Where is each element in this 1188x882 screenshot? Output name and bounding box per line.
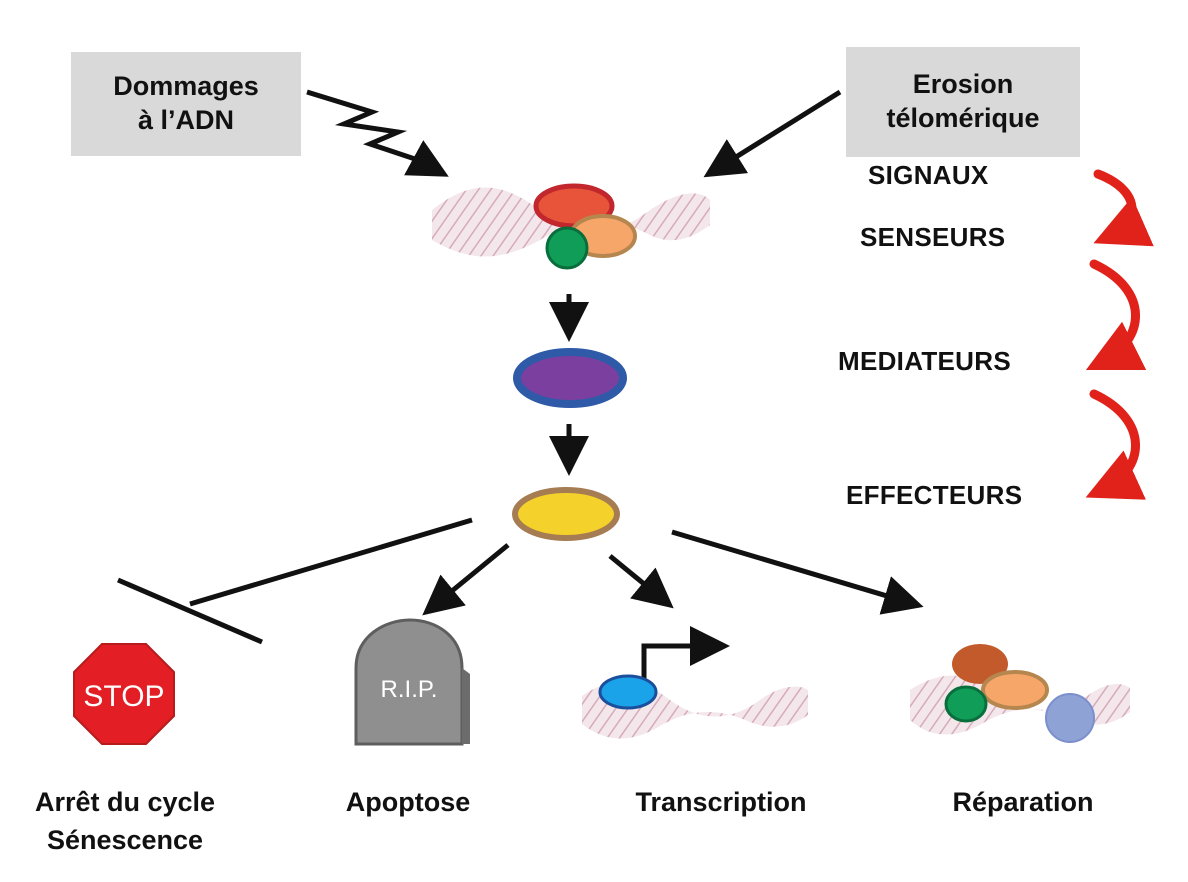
dna-damage-line2: à l’ADN [137,105,235,135]
stage-effecteurs: EFFECTEURS [846,480,1023,510]
repair-dna-icon [910,644,1130,743]
arrow-erosion-to-dna [703,89,842,178]
mediator-icon [513,348,627,408]
stop-sign-text: STOP [83,680,164,713]
arrow-to-apoptosis [422,543,510,616]
outcome-apoptosis: Apoptose [345,787,471,817]
tombstone-text: R.I.P. [381,676,438,703]
cycle-arrest-line1: Arrêt du cycle [34,787,216,817]
stage-senseurs: SENSEURS [860,222,1006,252]
dna-damage-box: Dommages à l’ADN [71,52,301,156]
stage-signaux: SIGNAUX [868,160,989,190]
cycle-arrest-line2: Sénescence [46,824,204,855]
zigzag-arrow [306,89,449,177]
cycle-arrow-1 [1093,169,1154,247]
telomere-erosion-box: Erosion télomérique [846,47,1080,157]
arrow-to-repair [671,529,924,615]
outcome-repair: Réparation [952,787,1094,817]
inhibition-bar [117,577,263,645]
tombstone-icon: R.I.P. [354,618,470,746]
cycle-arrow-3 [1085,389,1146,500]
stage-mediateurs: MEDIATEURS [838,346,1011,376]
inhibition-line [189,517,473,607]
dna-damage-line1: Dommages [113,71,259,102]
outcome-cycle-arrest: Arrêt du cycle Sénescence [10,784,240,860]
effector-icon [512,487,620,541]
telomere-erosion-line2: télomérique [886,103,1040,133]
arrow-to-transcription [608,554,674,609]
telomere-erosion-line1: Erosion [912,69,1014,100]
cycle-arrows [1085,169,1154,500]
stop-sign-icon: STOP [73,643,175,745]
outcome-transcription: Transcription [635,787,807,817]
sensor-dna-complex [432,183,710,270]
transcription-dna-icon [582,626,808,739]
cycle-arrow-2 [1085,259,1147,371]
